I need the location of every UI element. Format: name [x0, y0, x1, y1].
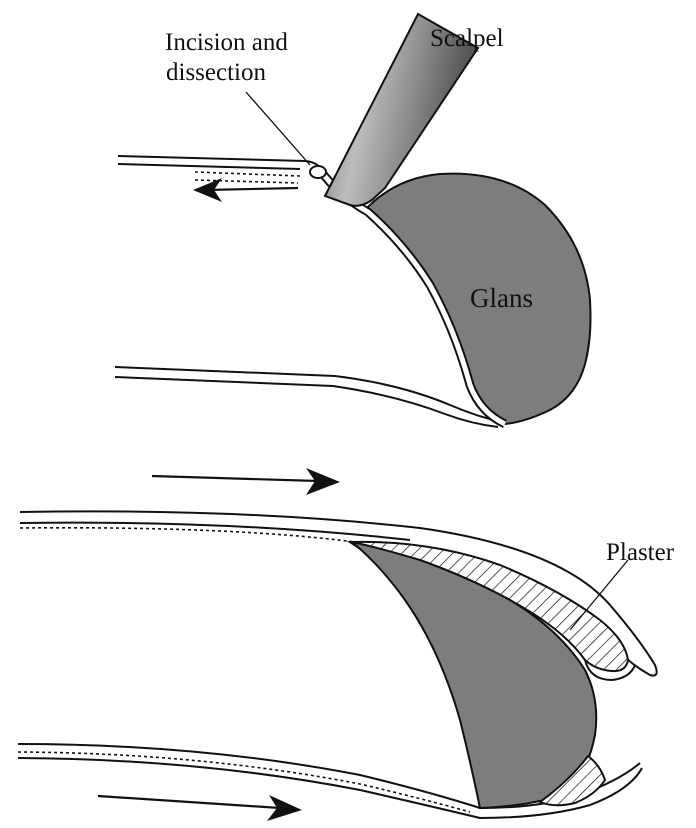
glans-shape-bottom	[352, 542, 596, 808]
arrow-right-icon-bottom	[98, 795, 302, 821]
lower-skin-layer	[115, 367, 505, 427]
glans-label: Glans	[470, 283, 533, 313]
incision-label-line1: Incision and	[165, 29, 288, 56]
incision-site	[310, 166, 326, 178]
arrow-right-icon	[152, 468, 340, 495]
plaster-label: Plaster	[606, 539, 675, 566]
scalpel-label: Scalpel	[430, 25, 504, 52]
top-panel: Incision and dissection Scalpel Glans	[115, 14, 591, 427]
incision-label-line2: dissection	[166, 59, 266, 86]
incision-leader-line	[246, 92, 310, 165]
bottom-panel: Plaster	[18, 511, 675, 821]
